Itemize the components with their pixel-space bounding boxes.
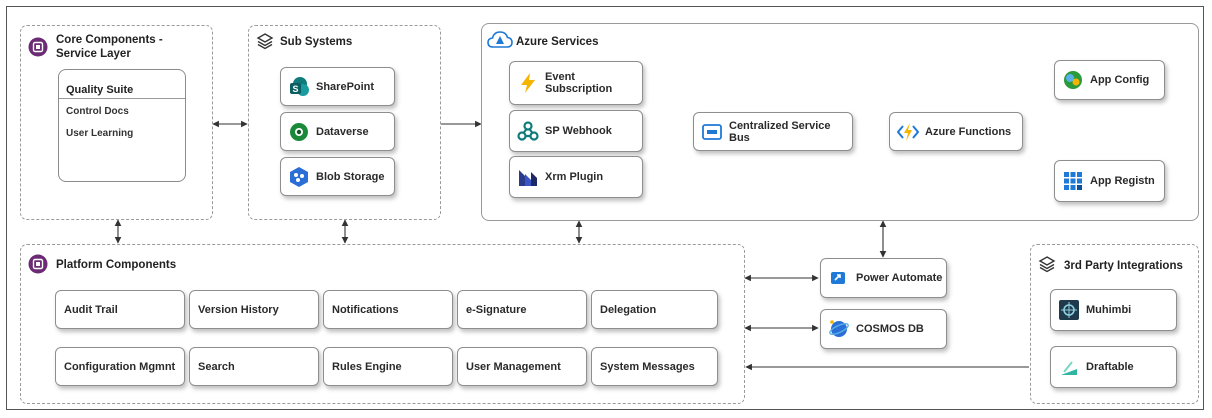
power-automate-label: Power Automate	[856, 272, 943, 284]
blob-storage-label: Blob Storage	[316, 170, 385, 183]
muhimbi-label: Muhimbi	[1086, 304, 1132, 316]
dynamics-icon	[517, 166, 539, 188]
platform-item-audit-trail: Audit Trail	[55, 290, 185, 329]
cosmos-db-card: COSMOS DB	[820, 309, 947, 349]
platform-item-rules-engine: Rules Engine	[323, 347, 453, 386]
muhimbi-icon	[1058, 299, 1080, 321]
xrm-plugin-label: Xrm Plugin	[545, 171, 604, 183]
platform-item-version-history: Version History	[189, 290, 319, 329]
layers-icon	[256, 32, 274, 55]
muhimbi-card: Muhimbi	[1050, 289, 1177, 331]
azure-functions-icon	[897, 121, 919, 143]
dataverse-icon	[288, 121, 310, 143]
webhook-icon	[517, 120, 539, 142]
power-automate-card: Power Automate	[820, 258, 947, 298]
core-components-group	[20, 25, 213, 220]
platform-item-notifications: Notifications	[323, 290, 453, 329]
dataverse-label: Dataverse	[316, 125, 369, 138]
event-subscription-card: Event Subscription	[509, 61, 643, 105]
service-bus-card: Centralized Service Bus	[693, 112, 853, 151]
azure-cloud-icon	[487, 30, 513, 55]
sp-webhook-card: SP Webhook	[509, 110, 643, 152]
platform-components-icon	[28, 254, 48, 279]
platform-components-group	[20, 244, 745, 404]
platform-item-user-management: User Management	[457, 347, 587, 386]
sub-systems-title: Sub Systems	[280, 36, 353, 48]
third-party-title: 3rd Party Integrations	[1064, 260, 1183, 272]
diagram-frame	[6, 6, 1204, 410]
platform-components-title: Platform Components	[56, 259, 177, 271]
sp-webhook-label: SP Webhook	[545, 125, 612, 137]
platform-item-configuration-mgmnt: Configuration Mgmnt	[55, 347, 185, 386]
azure-functions-card: Azure Functions	[889, 112, 1023, 151]
dataverse-card: Dataverse	[280, 112, 395, 151]
draftable-icon	[1058, 356, 1080, 378]
sub-systems-group	[248, 25, 441, 220]
azure-functions-label: Azure Functions	[925, 125, 1012, 138]
third-party-group	[1030, 244, 1199, 404]
event-subscription-label: Event Subscription	[545, 71, 613, 95]
core-components-title: Core Components - Service Layer	[56, 34, 163, 60]
cosmos-db-label: COSMOS DB	[856, 323, 924, 335]
blob-storage-card: Blob Storage	[280, 157, 395, 196]
azure-services-title: Azure Services	[516, 36, 599, 48]
platform-item-e-signature: e-Signature	[457, 290, 587, 329]
layers-icon	[1038, 255, 1056, 278]
draftable-label: Draftable	[1086, 361, 1134, 373]
sharepoint-icon: S	[288, 76, 310, 98]
quality-suite-item-control-docs: Control Docs	[66, 106, 129, 117]
quality-suite-box	[58, 69, 186, 182]
svg-text:S: S	[292, 84, 298, 94]
service-bus-icon	[701, 121, 723, 143]
quality-suite-item-user-learning: User Learning	[66, 128, 134, 139]
app-config-label: App Config	[1090, 74, 1150, 86]
sharepoint-card: S SharePoint	[280, 67, 395, 106]
sharepoint-label: SharePoint	[316, 80, 375, 93]
xrm-plugin-card: Xrm Plugin	[509, 156, 643, 198]
platform-item-search: Search	[189, 347, 319, 386]
cosmos-db-icon	[828, 318, 850, 340]
power-automate-icon	[828, 267, 850, 289]
app-registration-label: App Registn	[1090, 175, 1155, 187]
draftable-card: Draftable	[1050, 346, 1177, 388]
platform-item-delegation: Delegation	[591, 290, 718, 329]
app-registration-icon	[1062, 170, 1084, 192]
core-components-icon	[28, 37, 48, 62]
quality-suite-title: Quality Suite	[66, 84, 134, 96]
service-bus-label: Centralized Service Bus	[729, 119, 831, 144]
app-config-icon	[1062, 69, 1084, 91]
blob-storage-icon	[288, 166, 310, 188]
lightning-icon	[517, 72, 539, 94]
app-config-card: App Config	[1054, 60, 1165, 100]
app-registration-card: App Registn	[1054, 160, 1165, 202]
platform-item-system-messages: System Messages	[591, 347, 718, 386]
quality-suite-divider	[59, 98, 185, 99]
